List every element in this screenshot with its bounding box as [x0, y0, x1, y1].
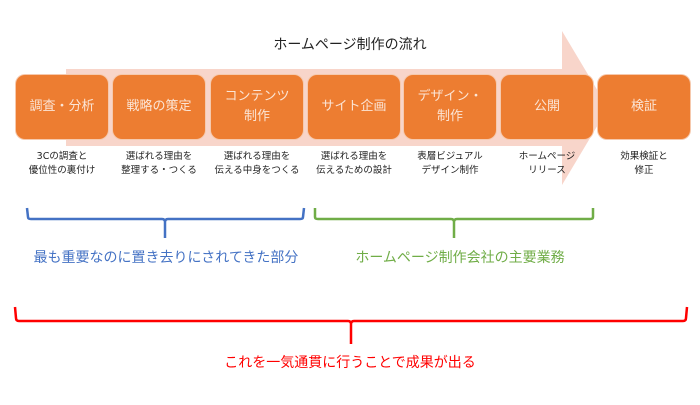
diagram-title: ホームページ制作の流れ — [273, 37, 427, 53]
step-box-design: デザイン・ 制作 — [404, 75, 496, 139]
step-box-verify: 検証 — [598, 75, 690, 139]
step-box-site-planning: サイト企画 — [308, 75, 400, 139]
step-desc-verify: 効果検証と 修正 — [620, 151, 668, 176]
step-desc-strategy: 選ばれる理由を 整理する・つくる — [121, 151, 197, 176]
step-desc-design: 表層ビジュアル デザイン制作 — [417, 151, 483, 176]
red-bracket — [13, 306, 689, 344]
blue-bracket — [25, 207, 306, 238]
step-box-strategy: 戦略の策定 — [113, 75, 205, 139]
red-bracket-caption: これを一気通貫に行うことで成果が出る — [224, 355, 476, 371]
step-box-publish: 公開 — [501, 75, 593, 139]
green-bracket — [313, 208, 595, 238]
step-desc-publish: ホームページ リリース — [518, 151, 576, 176]
step-desc-content: 選ばれる理由を 伝える中身をつくる — [214, 151, 300, 176]
step-box-content: コンテンツ 制作 — [211, 75, 303, 139]
blue-bracket-caption: 最も重要なのに置き去りにされてきた部分 — [33, 250, 299, 266]
green-bracket-caption: ホームページ制作会社の主要業務 — [355, 250, 565, 266]
step-box-research: 調査・分析 — [16, 75, 108, 139]
step-desc-research: 3Cの調査と 優位性の裏付け — [28, 151, 96, 176]
step-desc-site-planning: 選ばれる理由を 伝えるための設計 — [316, 151, 392, 176]
